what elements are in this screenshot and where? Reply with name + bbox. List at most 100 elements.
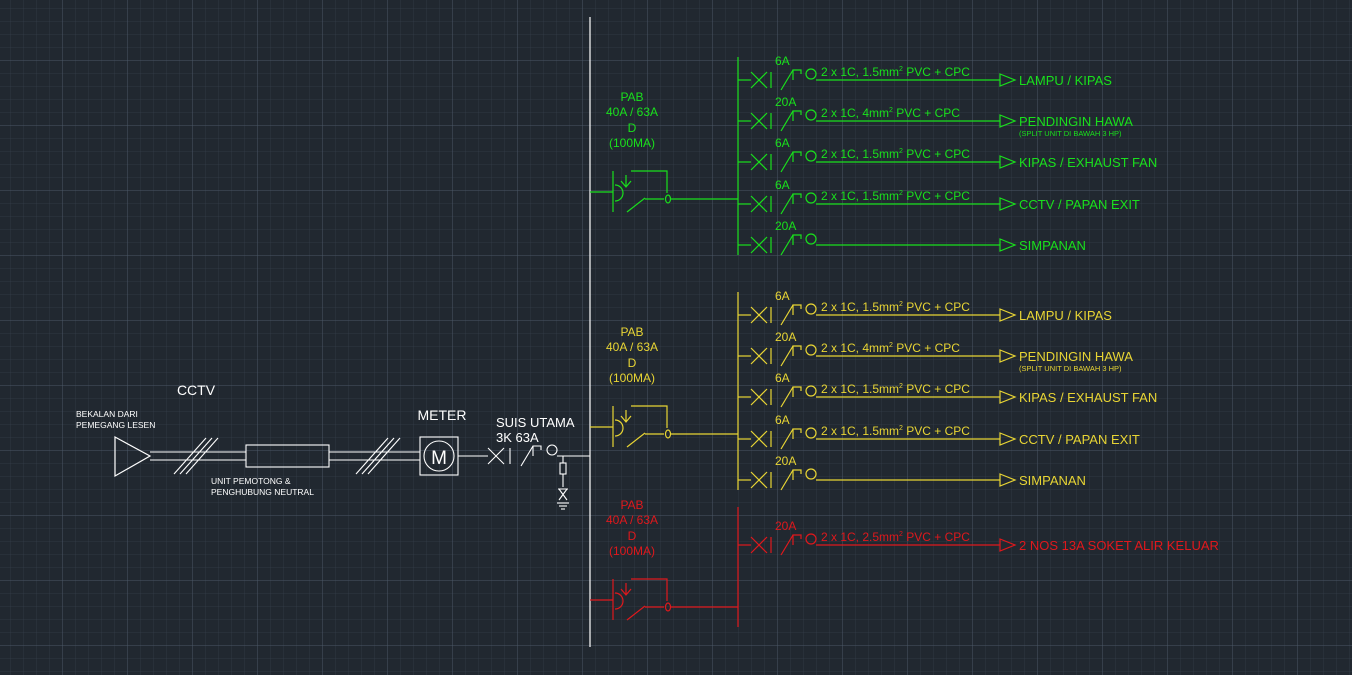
- cable-spec: 2 x 1C, 4mm2 PVC + CPC: [821, 106, 960, 120]
- rcd-label-line1: PAB: [620, 325, 643, 339]
- circuit-rating: 6A: [775, 178, 790, 192]
- breaker-icon: [792, 110, 802, 121]
- main-switch-label-line2: 3K 63A: [496, 430, 539, 445]
- breaker-trip-icon: [805, 192, 817, 204]
- load-name: KIPAS / EXHAUST FAN: [1019, 155, 1157, 170]
- load-name: SIMPANAN: [1019, 238, 1086, 253]
- breaker-icon: [792, 304, 802, 315]
- cable-spec-sup: 2: [899, 531, 903, 538]
- cable-spec-tail: PVC + CPC: [903, 189, 970, 203]
- breaker-icon: [792, 386, 802, 397]
- cutout-unit-icon: [245, 444, 330, 468]
- breaker-trip-icon: [805, 150, 817, 162]
- load-arrow-icon: [999, 197, 1017, 211]
- rcd-label-line4: (100MA): [609, 371, 655, 385]
- main-switch-icon: [487, 444, 590, 467]
- cable-spec: 2 x 1C, 1.5mm2 PVC + CPC: [821, 65, 970, 79]
- load-name: PENDINGIN HAWA: [1019, 114, 1133, 129]
- circuit-rating: 6A: [775, 54, 790, 68]
- breaker-icon: [792, 193, 802, 204]
- breaker-trip-icon: [805, 68, 817, 80]
- cable-spec-main: 2 x 1C, 4mm: [821, 341, 889, 355]
- cctv-label: CCTV: [177, 382, 216, 398]
- source-label-line2: PEMEGANG LESEN: [76, 420, 155, 430]
- cable-tick-icon: [355, 437, 401, 475]
- meter-label: METER: [418, 407, 467, 423]
- breaker-icon: [792, 345, 802, 356]
- cable-spec-sup: 2: [889, 107, 893, 114]
- earth-icon: [557, 456, 569, 510]
- rcd-icon: [590, 578, 738, 621]
- load-arrow-icon: [999, 349, 1017, 363]
- source-label-line1: BEKALAN DARI: [76, 409, 138, 419]
- cable-spec-main: 2 x 1C, 4mm: [821, 106, 889, 120]
- load-arrow-icon: [999, 155, 1017, 169]
- cable-tick-icon: [173, 437, 219, 475]
- load-arrow-icon: [999, 73, 1017, 87]
- cable-spec-tail: PVC + CPC: [903, 424, 970, 438]
- cable-spec-tail: PVC + CPC: [893, 106, 960, 120]
- circuit-row: 20A 2 x 1C, 4mm2 PVC + CPC PENDINGIN HAWA(…: [738, 95, 1133, 138]
- cutout-label-line1: UNIT PEMOTONG &: [211, 476, 291, 486]
- cable-spec-main: 2 x 1C, 1.5mm: [821, 189, 899, 203]
- rcd-icon: [590, 170, 738, 213]
- rcd-label-line3: D: [628, 529, 637, 543]
- rcd-label-line3: D: [628, 356, 637, 370]
- cable-spec-sup: 2: [899, 148, 903, 155]
- cable-spec-sup: 2: [889, 342, 893, 349]
- breaker-icon: [792, 428, 802, 439]
- breaker-trip-icon: [805, 303, 817, 315]
- cable-spec-tail: PVC + CPC: [903, 65, 970, 79]
- cable-spec-tail: PVC + CPC: [893, 341, 960, 355]
- load-arrow-icon: [999, 390, 1017, 404]
- load-name: 2 NOS 13A SOKET ALIR KELUAR: [1019, 538, 1219, 553]
- load-note: (SPLIT UNIT DI BAWAH 3 HP): [1019, 129, 1122, 138]
- breaker-icon: [792, 469, 802, 480]
- breaker-trip-icon: [805, 109, 817, 121]
- rcd-label-line3: D: [628, 121, 637, 135]
- cable-spec-sup: 2: [899, 425, 903, 432]
- breaker-icon: [792, 151, 802, 162]
- load-name: CCTV / PAPAN EXIT: [1019, 432, 1140, 447]
- load-arrow-icon: [999, 432, 1017, 446]
- load-name: SIMPANAN: [1019, 473, 1086, 488]
- cable-spec-tail: PVC + CPC: [903, 530, 970, 544]
- rcd-label-line1: PAB: [620, 90, 643, 104]
- breaker-trip-icon: [805, 427, 817, 439]
- circuit-row: 20A SIMPANAN: [738, 219, 1086, 256]
- breaker-trip-icon: [805, 468, 817, 480]
- rcd-label-line2: 40A / 63A: [606, 105, 658, 119]
- cable-spec-main: 2 x 1C, 1.5mm: [821, 300, 899, 314]
- load-name: PENDINGIN HAWA: [1019, 349, 1133, 364]
- load-arrow-icon: [999, 538, 1017, 552]
- cable-spec-tail: PVC + CPC: [903, 382, 970, 396]
- circuit-rating: 20A: [775, 519, 796, 533]
- supply-source-icon: [114, 435, 152, 478]
- cable-spec: 2 x 1C, 2.5mm2 PVC + CPC: [821, 530, 970, 544]
- cable-spec-sup: 2: [899, 301, 903, 308]
- load-name: KIPAS / EXHAUST FAN: [1019, 390, 1157, 405]
- circuit-rating: 20A: [775, 95, 796, 109]
- circuit-rating: 6A: [775, 136, 790, 150]
- circuit-rating: 20A: [775, 219, 796, 233]
- circuit-row: 20A 2 x 1C, 2.5mm2 PVC + CPC 2 NOS 13A SOK…: [738, 519, 1219, 556]
- rcd-label-line1: PAB: [620, 498, 643, 512]
- rcd-label-line4: (100MA): [609, 136, 655, 150]
- load-note: (SPLIT UNIT DI BAWAH 3 HP): [1019, 364, 1122, 373]
- supply-section: CCTV BEKALAN DARI PEMEGANG LESEN UNIT PE…: [76, 382, 590, 510]
- cable-spec: 2 x 1C, 1.5mm2 PVC + CPC: [821, 382, 970, 396]
- rcd-label-line2: 40A / 63A: [606, 513, 658, 527]
- rcd-label-line4: (100MA): [609, 544, 655, 558]
- breaker-icon: [792, 234, 802, 245]
- cable-spec-main: 2 x 1C, 1.5mm: [821, 65, 899, 79]
- cable-spec: 2 x 1C, 1.5mm2 PVC + CPC: [821, 189, 970, 203]
- main-switch-label-line1: SUIS UTAMA: [496, 415, 575, 430]
